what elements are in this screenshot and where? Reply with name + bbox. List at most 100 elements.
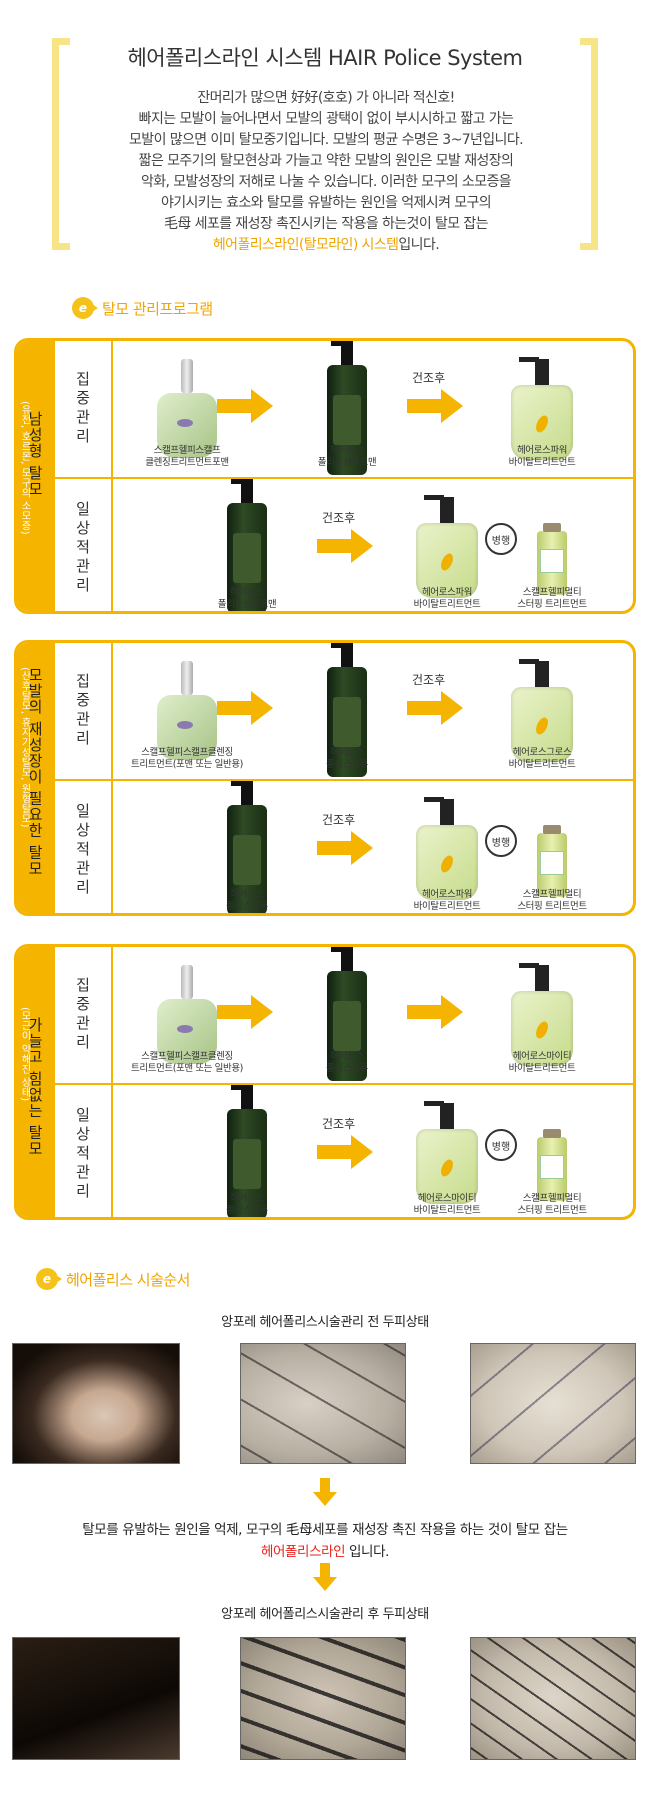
green-spray-bottle-icon: [416, 797, 478, 900]
header-body: 잔머리가 많으면 好好(호호) 가 아니라 적신호! 빠지는 모발이 늘어나면서…: [76, 88, 576, 256]
dry-label: 건조후: [322, 511, 356, 525]
green-spray-bottle-icon: [511, 963, 573, 1066]
e-badge-icon: e: [36, 1268, 62, 1290]
dropper-bottle-icon: [157, 661, 217, 760]
program-subtitle: (유전, 호르몬, 모구의 소모증): [19, 401, 30, 535]
green-spray-bottle-icon: [511, 659, 573, 762]
section-title: 탈모 관리프로그램: [102, 299, 213, 318]
program-title: 가늘고 힘없는 탈모: [26, 1017, 44, 1157]
dropper-bottle-icon: [157, 965, 217, 1064]
down-arrow-icon: [313, 1563, 337, 1593]
section-label-procedure: e 헤어폴리스 시술순서: [36, 1268, 190, 1290]
program-title: 모발의 재성장이 필요한 탈모: [26, 667, 44, 877]
arrow-right-icon: [217, 691, 273, 725]
header-highlight-suffix: 입니다.: [398, 237, 440, 253]
combo-badge: 병행: [485, 1129, 517, 1161]
arrow-right-icon: [407, 995, 463, 1029]
column-divider: [111, 341, 113, 611]
section-title: 헤어폴리스 시술순서: [66, 1270, 190, 1289]
program-title: 남성형 탈모: [26, 411, 44, 497]
dropper-bottle-icon: [157, 359, 217, 458]
dry-label: 건조후: [322, 813, 356, 827]
arrow-right-icon: [217, 995, 273, 1029]
header-title: 헤어폴리스라인 시스템 HAIR Police System: [127, 46, 523, 70]
column-divider: [111, 947, 113, 1217]
before-photo-micro-1: [240, 1343, 406, 1464]
row-label: 집중관리: [73, 977, 92, 1053]
before-photo-scalp: [12, 1343, 180, 1464]
combo-badge: 병행: [485, 825, 517, 857]
dry-label: 건조후: [412, 673, 446, 687]
row-divider: [55, 477, 633, 479]
program-subtitle: (산후탈모, 휴지기성탈모, 원형탈모): [19, 667, 30, 828]
dry-label: 건조후: [322, 1117, 356, 1131]
before-photo-micro-2: [470, 1343, 636, 1464]
row-label: 일상적관리: [73, 802, 92, 898]
ampoule-bottle-icon: [537, 1129, 567, 1201]
after-photo-micro-1: [240, 1637, 406, 1760]
arrow-right-icon: [407, 691, 463, 725]
before-caption: 앙포레 헤어폴리스시술관리 전 두피상태: [221, 1315, 429, 1330]
row-divider: [55, 779, 633, 781]
header-line: 毛母 세포를 재성장 촉진시키는 작용을 하는것이 탈모 잡는: [164, 216, 489, 232]
ampoule-bottle-icon: [537, 825, 567, 897]
header-highlight: 헤어폴리스라인(탈모라인) 시스템: [212, 237, 399, 253]
after-caption: 앙포레 헤어폴리스시술관리 후 두피상태: [221, 1607, 429, 1622]
header-line: 야기시키는 효소와 탈모를 유발하는 원인을 억제시켜 모구의: [160, 195, 492, 211]
black-pump-bottle-icon: [327, 947, 367, 1081]
arrow-right-icon: [407, 389, 463, 423]
arrow-right-icon: [317, 831, 373, 865]
column-divider: [111, 643, 113, 913]
section-label-program: e 탈모 관리프로그램: [72, 297, 213, 319]
black-pump-bottle-icon: [227, 781, 267, 913]
header-bracket-right: [580, 38, 598, 250]
header-line: 모발이 많으면 이미 탈모중기입니다. 모발의 평균 수명은 3~7년입니다.: [129, 132, 524, 148]
middle-highlight-line: 헤어폴리스라인 입니다.: [0, 1540, 650, 1560]
row-label: 집중관리: [73, 673, 92, 749]
green-spray-bottle-icon: [511, 357, 573, 460]
combo-badge: 병행: [485, 523, 517, 555]
header-line: 잔머리가 많으면 好好(호호) 가 아니라 적신호!: [197, 90, 455, 106]
arrow-right-icon: [217, 389, 273, 423]
program-label-bar: [17, 947, 55, 1217]
row-divider: [55, 1083, 633, 1085]
e-badge-icon: e: [72, 297, 98, 319]
green-spray-bottle-icon: [416, 495, 478, 598]
middle-text: 탈모를 유발하는 원인을 억제, 모구의 毛母세포를 재성장 촉진 작용을 하는…: [82, 1522, 568, 1538]
ampoule-bottle-icon: [537, 523, 567, 595]
program-label-bar: [17, 643, 55, 913]
header-bracket-left: [52, 38, 70, 250]
after-photo-micro-2: [470, 1637, 636, 1760]
row-label: 집중관리: [73, 371, 92, 447]
arrow-right-icon: [317, 1135, 373, 1169]
header-line: 짧은 모주기의 탈모현상과 가늘고 약한 모발의 원인은 모발 재성장의: [138, 153, 514, 169]
black-pump-bottle-icon: [227, 479, 267, 611]
middle-suffix: 입니다.: [345, 1544, 389, 1560]
program-subtitle: (모근이 약해진 상태): [19, 1007, 30, 1102]
dry-label: 건조후: [412, 371, 446, 385]
row-label: 일상적관리: [73, 500, 92, 596]
arrow-right-icon: [317, 529, 373, 563]
black-pump-bottle-icon: [327, 341, 367, 475]
row-label: 일상적관리: [73, 1106, 92, 1202]
header-line-last: 헤어폴리스라인(탈모라인) 시스템입니다.: [76, 235, 576, 256]
header-line: 빠지는 모발이 늘어나면서 모발의 광택이 없이 부시시하고 짧고 가는: [138, 111, 514, 127]
